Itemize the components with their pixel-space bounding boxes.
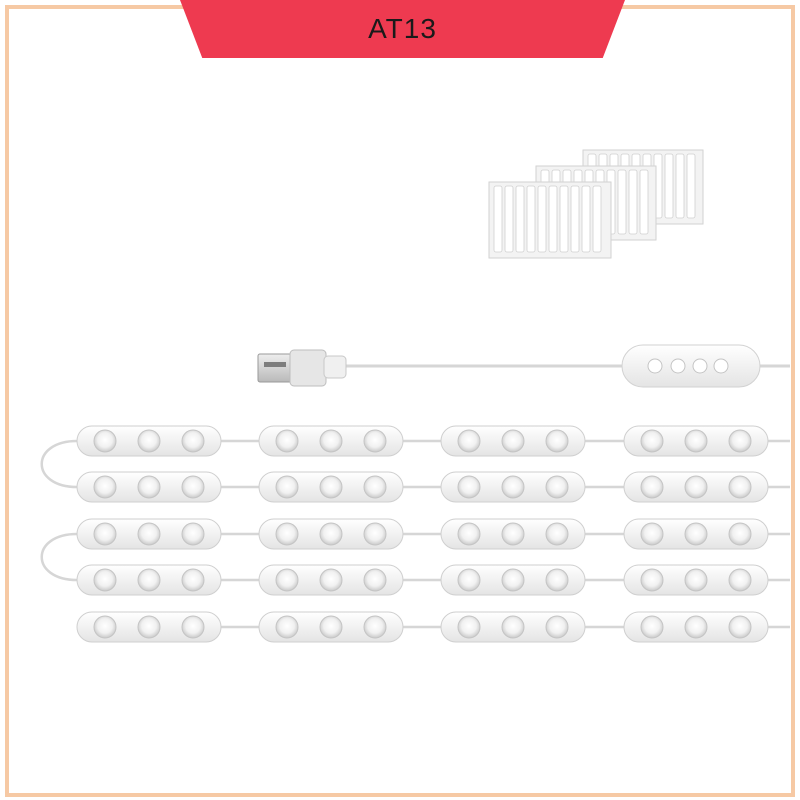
led-module bbox=[440, 425, 586, 457]
led-bulb bbox=[137, 568, 161, 592]
led-bulb bbox=[640, 429, 664, 453]
controller-button bbox=[670, 358, 686, 374]
led-module bbox=[623, 564, 769, 596]
led-module bbox=[76, 564, 222, 596]
led-module bbox=[440, 611, 586, 643]
led-bulb bbox=[363, 568, 387, 592]
led-bulb bbox=[728, 615, 752, 639]
led-bulb bbox=[363, 475, 387, 499]
led-module bbox=[623, 471, 769, 503]
led-bulb bbox=[457, 475, 481, 499]
led-wire bbox=[40, 532, 78, 582]
led-bulb bbox=[684, 615, 708, 639]
led-module bbox=[623, 425, 769, 457]
led-bulb bbox=[363, 522, 387, 546]
led-module bbox=[440, 518, 586, 550]
led-module bbox=[258, 425, 404, 457]
led-bulb bbox=[181, 615, 205, 639]
led-module bbox=[258, 471, 404, 503]
adhesive-strips bbox=[488, 149, 704, 259]
led-bulb bbox=[728, 568, 752, 592]
led-bulb bbox=[181, 429, 205, 453]
led-bulb bbox=[684, 475, 708, 499]
led-wire bbox=[40, 439, 78, 489]
led-bulb bbox=[137, 475, 161, 499]
led-bulb bbox=[545, 429, 569, 453]
controller-button bbox=[713, 358, 729, 374]
led-bulb bbox=[545, 615, 569, 639]
model-badge: AT13 bbox=[180, 0, 625, 58]
led-bulb bbox=[93, 522, 117, 546]
led-bulb bbox=[457, 522, 481, 546]
led-module-chain bbox=[40, 425, 790, 643]
led-bulb bbox=[545, 568, 569, 592]
led-bulb bbox=[640, 522, 664, 546]
led-bulb bbox=[181, 475, 205, 499]
led-bulb bbox=[501, 615, 525, 639]
led-bulb bbox=[640, 615, 664, 639]
led-bulb bbox=[640, 475, 664, 499]
led-bulb bbox=[137, 615, 161, 639]
led-module bbox=[440, 564, 586, 596]
led-bulb bbox=[181, 568, 205, 592]
led-module bbox=[76, 471, 222, 503]
led-bulb bbox=[319, 522, 343, 546]
led-bulb bbox=[275, 522, 299, 546]
led-module bbox=[258, 564, 404, 596]
usb-plug bbox=[257, 349, 347, 387]
led-bulb bbox=[275, 429, 299, 453]
led-bulb bbox=[93, 475, 117, 499]
led-bulb bbox=[728, 522, 752, 546]
controller bbox=[621, 344, 761, 388]
led-bulb bbox=[457, 429, 481, 453]
led-bulb bbox=[545, 475, 569, 499]
led-bulb bbox=[684, 522, 708, 546]
led-bulb bbox=[684, 568, 708, 592]
led-bulb bbox=[545, 522, 569, 546]
led-bulb bbox=[319, 568, 343, 592]
led-bulb bbox=[501, 522, 525, 546]
led-bulb bbox=[728, 475, 752, 499]
led-bulb bbox=[137, 429, 161, 453]
led-bulb bbox=[457, 615, 481, 639]
led-bulb bbox=[457, 568, 481, 592]
model-badge-label: AT13 bbox=[368, 13, 437, 44]
led-module bbox=[76, 611, 222, 643]
led-bulb bbox=[319, 429, 343, 453]
led-bulb bbox=[319, 615, 343, 639]
led-bulb bbox=[363, 615, 387, 639]
controller-button bbox=[692, 358, 708, 374]
led-bulb bbox=[93, 429, 117, 453]
led-bulb bbox=[93, 615, 117, 639]
led-bulb bbox=[181, 522, 205, 546]
led-bulb bbox=[640, 568, 664, 592]
led-module bbox=[623, 611, 769, 643]
led-module bbox=[623, 518, 769, 550]
led-bulb bbox=[93, 568, 117, 592]
led-bulb bbox=[275, 615, 299, 639]
adhesive-sheet bbox=[488, 181, 612, 259]
led-module bbox=[258, 611, 404, 643]
controller-button bbox=[647, 358, 663, 374]
led-bulb bbox=[501, 475, 525, 499]
led-bulb bbox=[501, 429, 525, 453]
led-module bbox=[76, 425, 222, 457]
led-bulb bbox=[275, 568, 299, 592]
led-bulb bbox=[363, 429, 387, 453]
led-bulb bbox=[137, 522, 161, 546]
led-bulb bbox=[684, 429, 708, 453]
led-bulb bbox=[275, 475, 299, 499]
led-module bbox=[440, 471, 586, 503]
led-bulb bbox=[319, 475, 343, 499]
led-module bbox=[76, 518, 222, 550]
led-bulb bbox=[728, 429, 752, 453]
led-bulb bbox=[501, 568, 525, 592]
led-module bbox=[258, 518, 404, 550]
